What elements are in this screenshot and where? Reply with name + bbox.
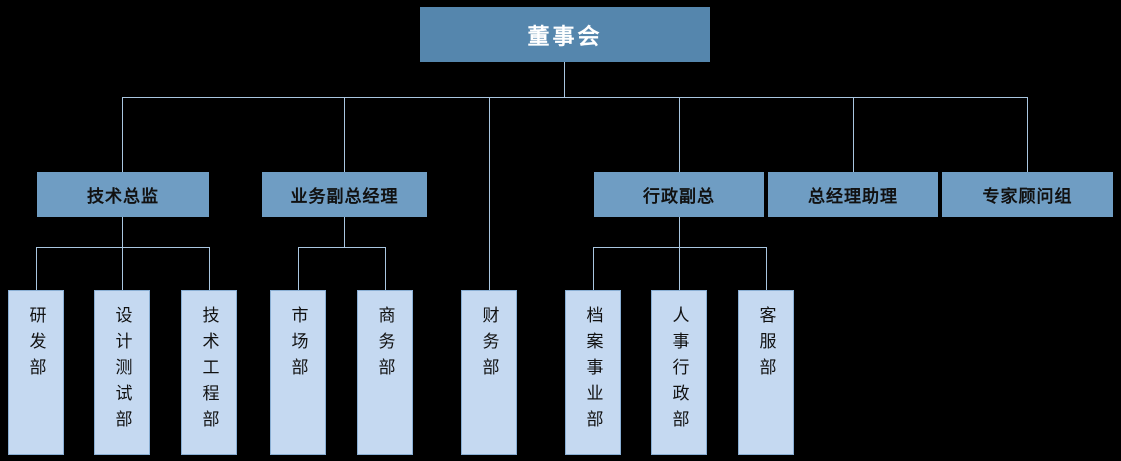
connector-line [36,247,210,248]
org-node-customer-service-dept: 客服部 [738,290,794,455]
connector-line [564,62,565,97]
org-node-technical-director: 技术总监 [37,172,209,217]
connector-line [489,97,490,290]
org-node-marketing-dept: 市场部 [270,290,326,455]
org-node-commerce-dept: 商务部 [357,290,413,455]
org-node-hr-admin-dept: 人事行政部 [651,290,707,455]
connector-line [344,217,345,247]
connector-line [122,97,123,172]
node-label: 技术工程部 [199,306,219,436]
node-label: 设计测试部 [112,306,132,436]
node-label: 技术总监 [87,187,159,206]
connector-line [209,247,210,290]
node-label: 专家顾问组 [982,187,1073,206]
node-label: 研发部 [26,306,46,384]
org-node-board-of-directors: 董事会 [420,7,710,62]
connector-line [298,247,299,290]
connector-line [122,217,123,247]
connector-line [853,97,854,172]
connector-line [344,97,345,172]
connector-line [298,247,386,248]
org-node-design-testing-dept: 设计测试部 [94,290,150,455]
connector-line [1027,97,1028,172]
connector-line [122,247,123,290]
org-node-finance-dept: 财务部 [461,290,517,455]
org-node-archives-division: 档案事业部 [565,290,621,455]
connector-line [766,247,767,290]
node-label: 董事会 [527,23,603,49]
connector-line [122,97,1028,98]
org-node-business-deputy-gm: 业务副总经理 [262,172,427,217]
connector-line [593,247,767,248]
node-label: 客服部 [756,306,776,384]
org-node-gm-assistant: 总经理助理 [768,172,938,217]
org-node-tech-engineering-dept: 技术工程部 [181,290,237,455]
connector-line [36,247,37,290]
connector-line [593,247,594,290]
connector-line [679,97,680,172]
connector-line [385,247,386,290]
node-label: 市场部 [288,306,308,384]
org-node-rd-dept: 研发部 [8,290,64,455]
node-label: 总经理助理 [808,187,898,206]
connector-line [679,217,680,247]
org-node-admin-deputy: 行政副总 [594,172,764,217]
node-label: 行政副总 [643,187,715,206]
node-label: 人事行政部 [669,306,689,436]
node-label: 业务副总经理 [290,187,399,206]
node-label: 档案事业部 [583,306,603,436]
node-label: 商务部 [375,306,395,384]
connector-line [679,247,680,290]
node-label: 财务部 [479,306,499,384]
org-node-expert-advisory-group: 专家顾问组 [942,172,1113,217]
